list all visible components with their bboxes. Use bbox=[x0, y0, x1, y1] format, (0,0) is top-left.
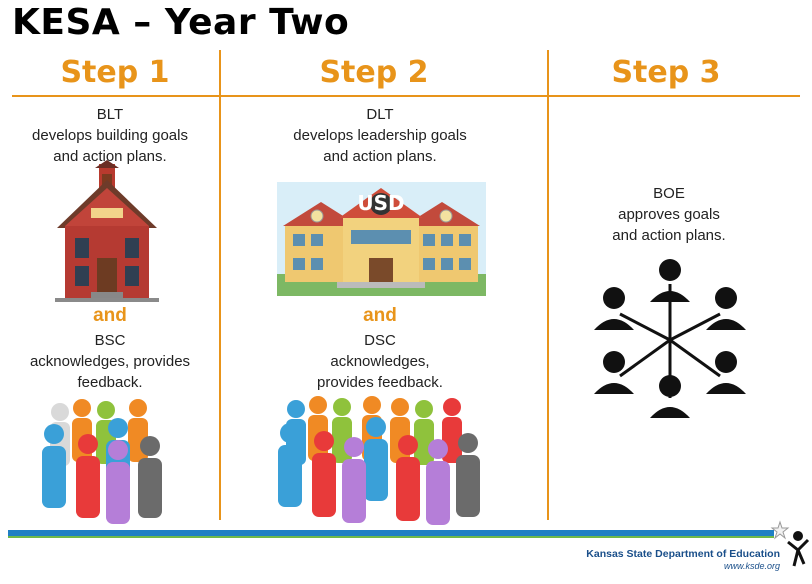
footer-organization: Kansas State Department of Education bbox=[586, 548, 780, 560]
step-1-description: BLT develops building goals and action p… bbox=[10, 104, 210, 167]
step-3-description: BOE approves goals and action plans. bbox=[574, 183, 764, 246]
step-1-connector: and bbox=[93, 305, 127, 326]
step-2-heading: Step 2 bbox=[319, 55, 429, 90]
step-2-feedback: DSC acknowledges, provides feedback. bbox=[270, 330, 490, 393]
step-2-feedback-line-3: provides feedback. bbox=[317, 374, 443, 391]
large-people-group-icon bbox=[278, 396, 480, 525]
column-divider-2 bbox=[547, 50, 549, 520]
step-2-feedback-line-2: acknowledges, bbox=[330, 353, 430, 370]
person-figure bbox=[594, 259, 746, 418]
column-divider-1 bbox=[219, 50, 221, 520]
footer-green-bar bbox=[8, 536, 774, 538]
ksde-logo-icon bbox=[770, 520, 810, 567]
network-people-icon bbox=[594, 259, 746, 418]
step-2-council: DSC bbox=[364, 332, 396, 349]
step-2-description: DLT develops leadership goals and action… bbox=[270, 104, 490, 167]
step-1-team: BLT bbox=[96, 106, 124, 123]
people-group-icon bbox=[42, 399, 162, 524]
step-2-team: DLT bbox=[366, 106, 394, 123]
footer-blue-bar bbox=[8, 530, 774, 536]
header-divider bbox=[12, 95, 800, 97]
step-3-line-2: approves goals bbox=[618, 206, 720, 223]
person-figure bbox=[278, 396, 480, 525]
step-1-line-2: develops building goals bbox=[32, 127, 188, 144]
step-3-team: BOE bbox=[653, 185, 685, 202]
step-1-council: BSC bbox=[94, 332, 126, 349]
step-1-heading: Step 1 bbox=[60, 55, 170, 90]
step-1-feedback-line-3: feedback. bbox=[77, 374, 143, 391]
step-2-line-3: and action plans. bbox=[323, 148, 437, 165]
district-building-image: USD bbox=[277, 182, 486, 296]
building-sign-text: USD bbox=[357, 191, 404, 215]
step-1-line-3: and action plans. bbox=[53, 148, 167, 165]
footer-url: www.ksde.org bbox=[723, 561, 780, 571]
slide-title: KESA – Year Two bbox=[12, 2, 350, 43]
step-3-heading: Step 3 bbox=[611, 55, 721, 90]
step-3-line-3: and action plans. bbox=[612, 227, 726, 244]
schoolhouse-image bbox=[55, 160, 159, 302]
step-1-feedback-line-2: acknowledges, provides bbox=[29, 353, 191, 370]
step-2-line-2: develops leadership goals bbox=[293, 127, 467, 144]
step-2-connector: and bbox=[363, 305, 397, 326]
person-figure bbox=[42, 399, 162, 524]
step-1-feedback: BSC acknowledges, provides feedback. bbox=[5, 330, 215, 393]
